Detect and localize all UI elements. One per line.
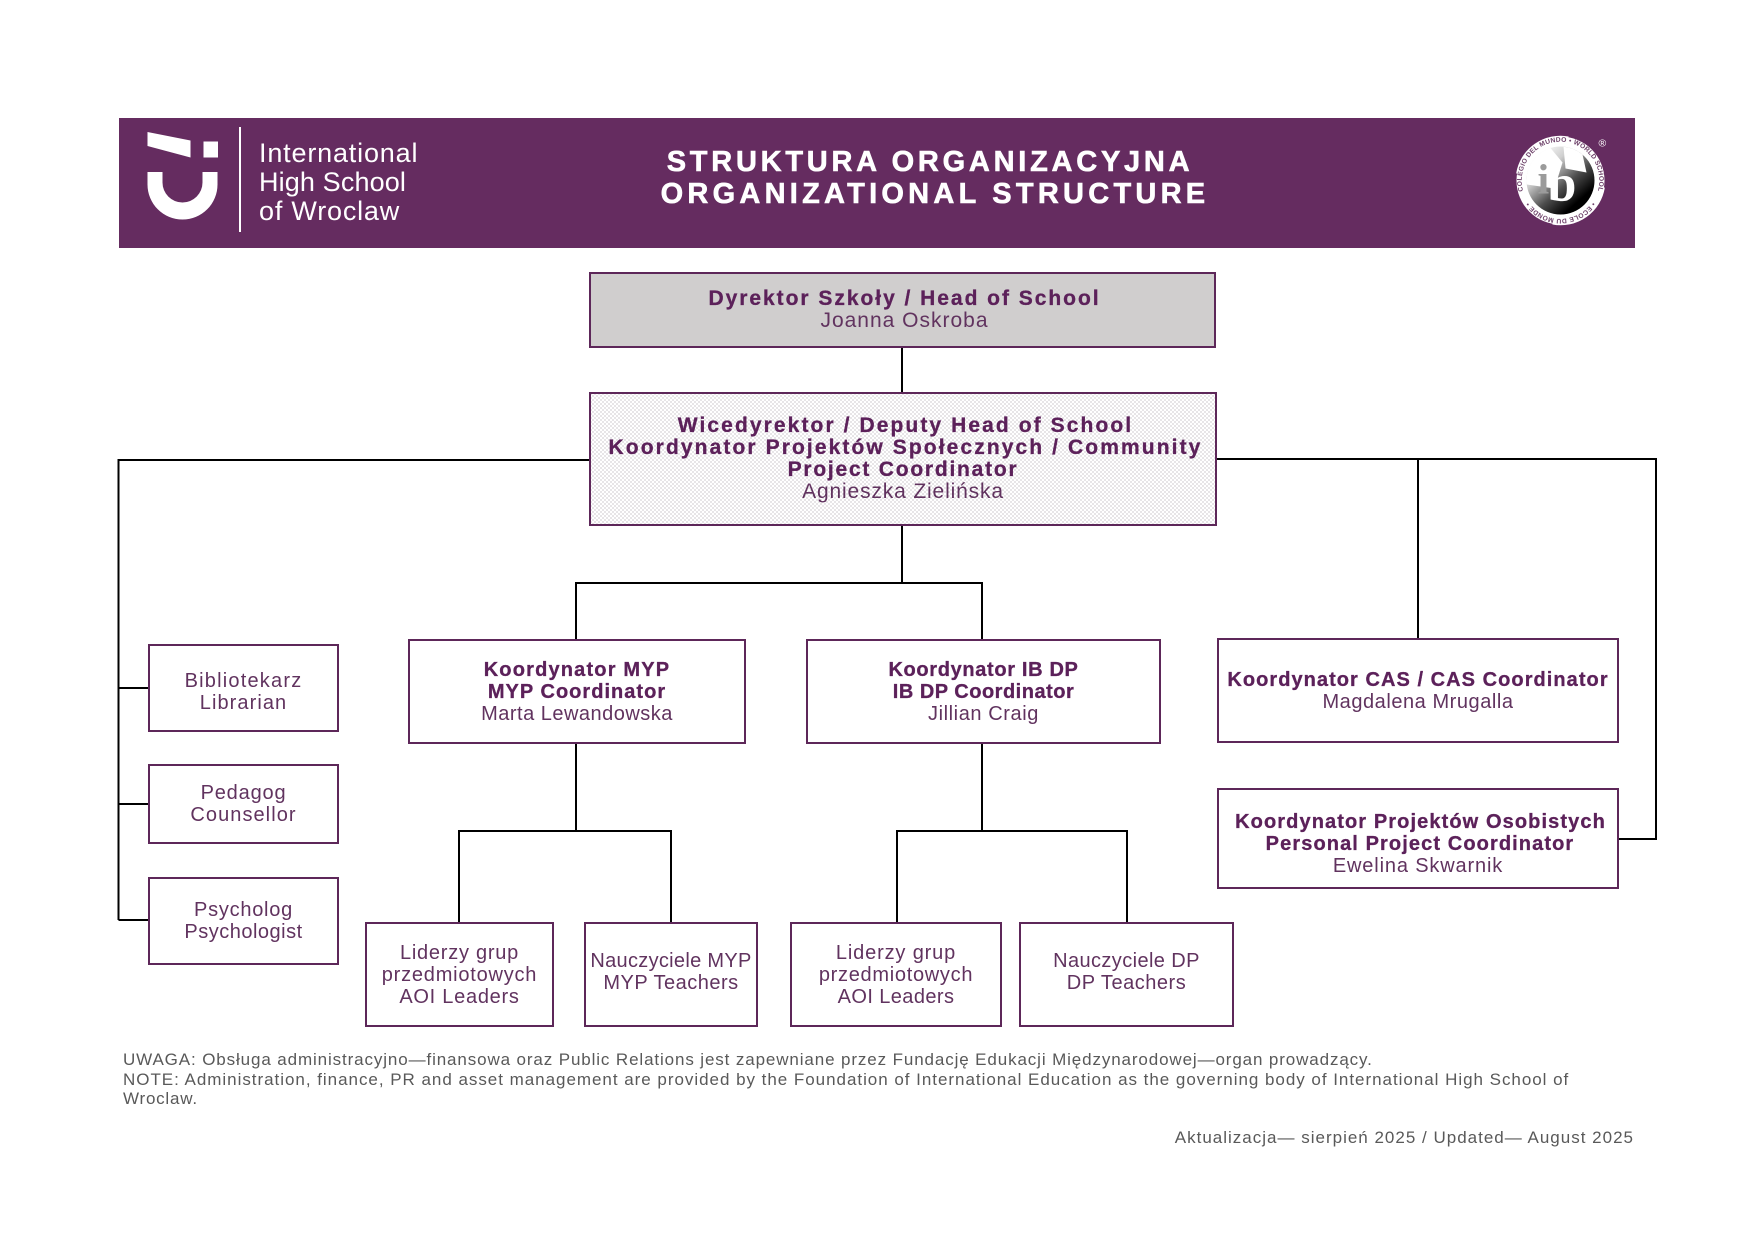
svg-text:b: b — [1548, 156, 1577, 213]
svg-text:i: i — [1538, 158, 1550, 204]
svg-text:®: ® — [1599, 138, 1607, 150]
